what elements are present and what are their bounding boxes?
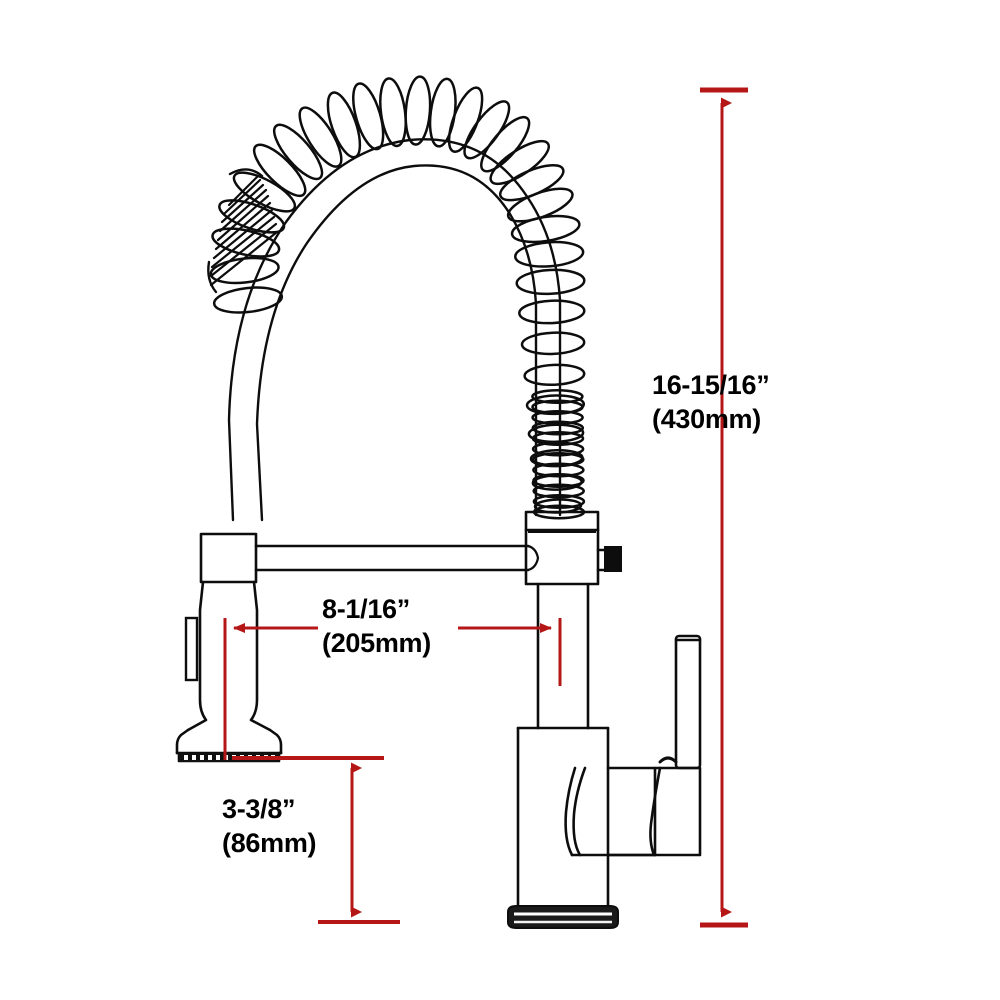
spray-toggle-button	[184, 616, 199, 682]
spring-loop	[520, 331, 586, 356]
spring-coil	[209, 75, 586, 520]
swivel-collar	[524, 510, 608, 586]
body-column	[536, 582, 590, 730]
dimension-annotations	[223, 87, 748, 928]
spring-loop	[232, 171, 297, 213]
spring-loop-tight	[532, 483, 585, 499]
dimension-label-spray-clearance: 3-3/8” (86mm)	[222, 792, 317, 861]
reach-metric-value: (86mm)	[222, 828, 317, 859]
side-outlet-nub	[604, 546, 622, 572]
spring-loop-tight	[531, 389, 584, 404]
spring-loop	[379, 77, 407, 148]
aerator-face	[179, 753, 279, 762]
dimension-spout-reach	[223, 618, 562, 760]
spring-loop	[515, 268, 586, 296]
hose-path	[227, 138, 562, 522]
spring-loop-tight	[532, 473, 585, 488]
support-arm	[254, 544, 540, 572]
spring-loop	[523, 363, 586, 387]
spring-loop	[352, 82, 385, 151]
spring-loop	[518, 299, 586, 325]
reach-imperial-value: 3-3/8”	[222, 794, 296, 824]
height-metric-value: (430mm)	[652, 404, 761, 435]
height-imperial-value: 16-15/16”	[652, 370, 770, 400]
spring-loop-tight	[532, 452, 585, 467]
spring-loop-tight	[532, 494, 586, 509]
spring-loop-tight	[532, 462, 585, 478]
dimension-label-overall-height: 16-15/16” (430mm)	[652, 368, 770, 437]
spring-loop-tight	[531, 441, 585, 457]
dimension-spray-clearance	[232, 756, 400, 924]
spring-loop-tight	[531, 431, 585, 446]
lower-body	[516, 726, 702, 914]
dimension-label-spout-reach: 8-1/16” (205mm)	[322, 592, 431, 661]
spring-loop	[212, 286, 284, 314]
spring-loop	[404, 75, 432, 146]
base-plate	[507, 905, 619, 929]
lever-handle	[658, 634, 702, 770]
spring-loop	[218, 199, 286, 234]
spring-loop	[510, 214, 581, 244]
spring-loop	[252, 143, 307, 198]
width-metric-value: (205mm)	[322, 628, 431, 659]
spring-loop	[326, 91, 362, 159]
spring-loop	[209, 256, 280, 285]
faucet-geometry	[207, 138, 562, 522]
width-imperial-value: 8-1/16”	[322, 594, 410, 624]
spring-loop	[211, 227, 281, 258]
spring-loop	[514, 240, 585, 268]
spring-loop	[298, 106, 343, 168]
hose-ribbed-sleeve	[207, 168, 279, 294]
spring-loop	[498, 164, 565, 202]
spring-loop	[272, 123, 324, 181]
dimension-overall-height	[700, 87, 748, 928]
spring-loop-tight	[531, 399, 584, 415]
spring-loop-tight	[531, 410, 584, 425]
spring-loop	[463, 100, 511, 160]
spring-loop-tight	[531, 420, 585, 436]
collar-seam	[528, 530, 596, 533]
